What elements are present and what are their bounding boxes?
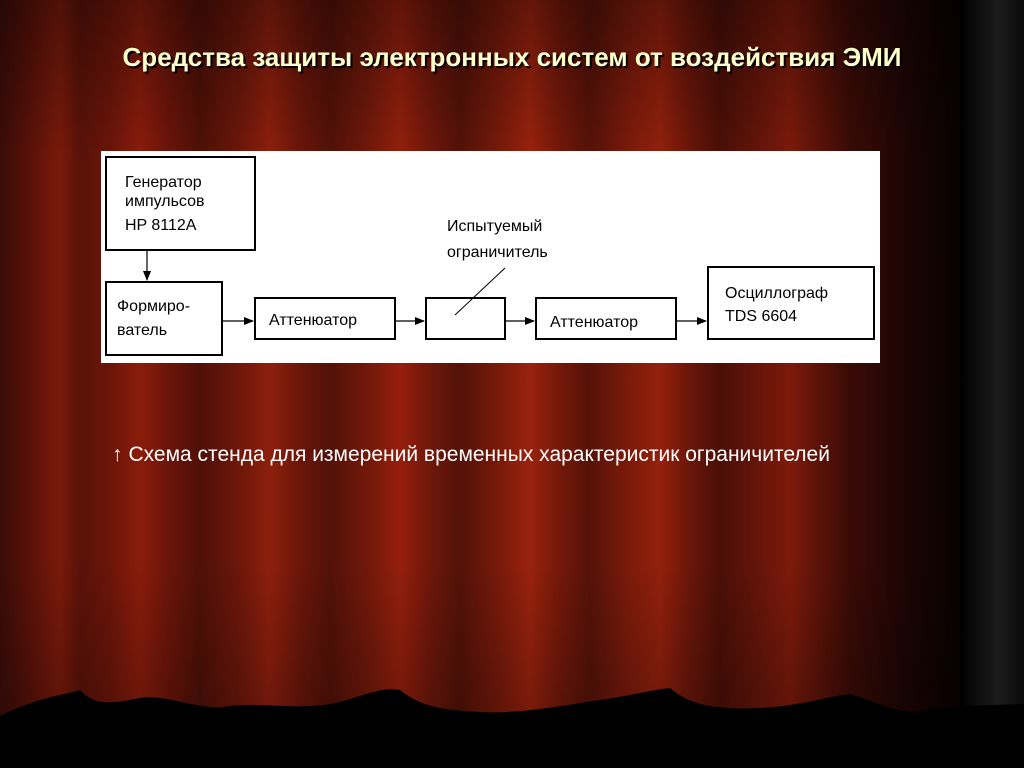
limiter-label-line2: ограничитель <box>447 244 548 261</box>
limiter-block <box>425 297 506 340</box>
shaper-label-line1: Формиро- <box>117 298 190 315</box>
generator-label-line1: Генератор <box>125 174 202 191</box>
diagram-caption: ↑Схема стенда для измерений временных ха… <box>112 440 832 469</box>
oscilloscope-block: Осциллограф TDS 6604 <box>707 266 875 340</box>
attenuator2-label: Аттенюатор <box>550 314 638 331</box>
caption-bullet: ↑ <box>112 443 123 466</box>
curtain-right-edge <box>960 0 1024 768</box>
slide-title: Средства защиты электронных систем от во… <box>122 42 902 72</box>
shaper-block: Формиро- ватель <box>105 281 223 356</box>
attenuator2-block: Аттенюатор <box>535 297 677 340</box>
curtain-bottom-fringe <box>0 688 1024 768</box>
generator-block: Генератор импульсов HP 8112A <box>105 156 256 251</box>
oscilloscope-label-line2: TDS 6604 <box>725 308 797 325</box>
block-diagram: Генератор импульсов HP 8112A Формиро- ва… <box>101 151 880 363</box>
generator-label-line2: импульсов <box>125 193 205 210</box>
oscilloscope-label-line1: Осциллограф <box>725 285 828 302</box>
shaper-label-line2: ватель <box>117 322 167 339</box>
attenuator1-label: Аттенюатор <box>269 312 357 329</box>
caption-text: Схема стенда для измерений временных хар… <box>128 443 830 466</box>
generator-label-line3: HP 8112A <box>125 217 197 234</box>
attenuator1-block: Аттенюатор <box>254 297 396 340</box>
limiter-label-line1: Испытуемый <box>447 218 542 235</box>
limiter-leader-line <box>454 267 506 316</box>
